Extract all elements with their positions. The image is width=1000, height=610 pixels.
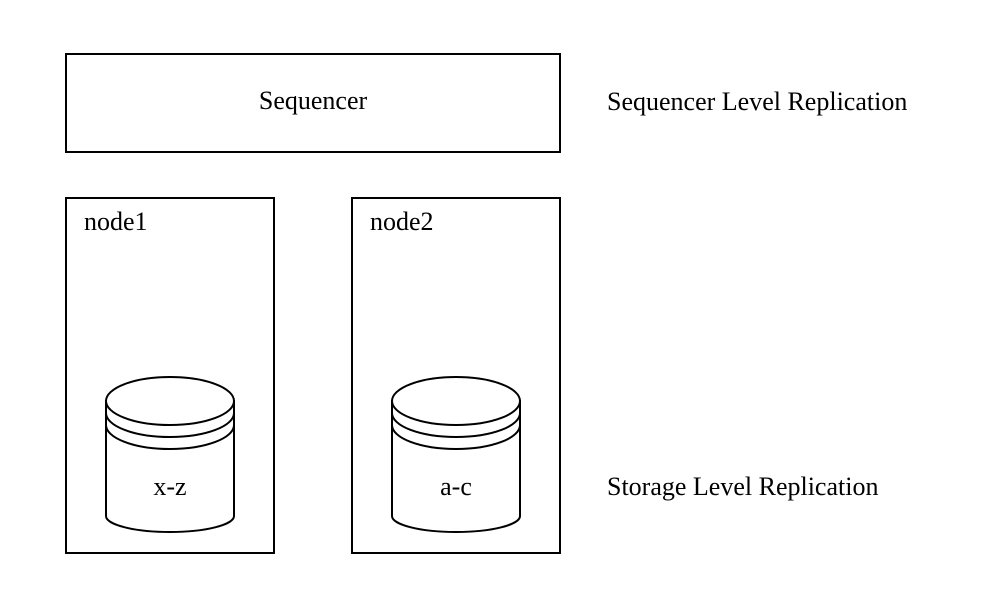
node-2-label: node2 <box>370 207 434 236</box>
node-2-box <box>351 197 561 554</box>
database-2-icon <box>391 376 521 533</box>
database-2-label: a-c <box>440 472 472 501</box>
node-1-label: node1 <box>84 207 148 236</box>
database-1-label: x-z <box>153 472 186 501</box>
node-1: node1 x-z <box>65 197 275 554</box>
sequencer-level-replication-label: Sequencer Level Replication <box>607 87 907 116</box>
database-1-icon <box>105 376 235 533</box>
node-2: node2 a-c <box>351 197 561 554</box>
sequencer-box <box>65 53 561 153</box>
sequencer-label: Sequencer <box>259 86 368 115</box>
storage-level-replication-label: Storage Level Replication <box>607 472 878 501</box>
sequencer-block: Sequencer <box>65 53 561 153</box>
